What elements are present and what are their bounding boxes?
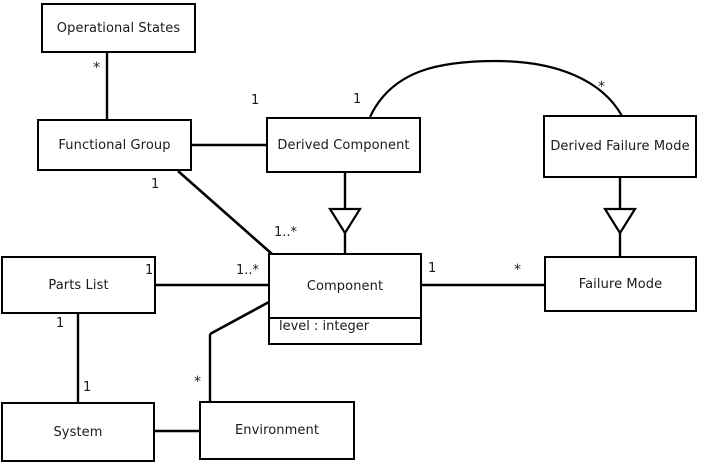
multiplicity-operational-states: * [93, 60, 100, 76]
multiplicity-functional-group-bottom: 1 [151, 177, 160, 192]
class-box-component[interactable]: Component level : integer [268, 253, 422, 345]
multiplicity-environment-top: * [194, 374, 201, 390]
multiplicity-parts-list-right: 1 [145, 263, 154, 278]
class-name-parts-list: Parts List [48, 277, 109, 293]
edge-functional-group-component [177, 170, 273, 255]
multiplicity-component-left: 1..* [236, 263, 260, 278]
edge-environment-component-diagonal [209, 300, 270, 336]
multiplicity-failure-mode-left: * [514, 262, 521, 278]
class-name-failure-mode: Failure Mode [578, 276, 663, 292]
class-box-system[interactable]: System [1, 402, 155, 462]
multiplicity-component-top-left: 1..* [274, 225, 298, 240]
class-name-derived-component: Derived Component [277, 137, 410, 153]
class-name-derived-failure-mode: Derived Failure Mode [550, 139, 690, 154]
class-box-failure-mode[interactable]: Failure Mode [544, 256, 697, 312]
class-name-environment: Environment [234, 423, 320, 438]
multiplicity-arc-left: 1 [353, 92, 362, 107]
class-box-derived-component[interactable]: Derived Component [266, 117, 421, 173]
generalization-triangle-component [328, 207, 362, 236]
class-name-component: Component [306, 278, 384, 294]
class-box-derived-failure-mode[interactable]: Derived Failure Mode [543, 115, 697, 178]
multiplicity-derived-component-left: 1 [251, 93, 260, 108]
multiplicity-arc-right: * [598, 79, 605, 95]
class-box-parts-list[interactable]: Parts List [1, 256, 156, 314]
class-name-functional-group: Functional Group [58, 137, 171, 153]
multiplicity-parts-list-bottom: 1 [56, 316, 65, 331]
class-box-functional-group[interactable]: Functional Group [37, 119, 192, 171]
multiplicity-system-top: 1 [83, 380, 92, 395]
class-box-operational-states[interactable]: Operational States [41, 3, 196, 53]
edge-derived-component-derived-failure-mode [369, 59, 623, 118]
class-box-environment[interactable]: Environment [199, 401, 355, 460]
class-name-system: System [53, 424, 103, 440]
multiplicity-component-right: 1 [428, 261, 437, 276]
class-attribute-component-level: level : integer [270, 317, 420, 334]
class-name-operational-states: Operational States [56, 20, 181, 36]
generalization-triangle-failure-mode [603, 207, 637, 236]
